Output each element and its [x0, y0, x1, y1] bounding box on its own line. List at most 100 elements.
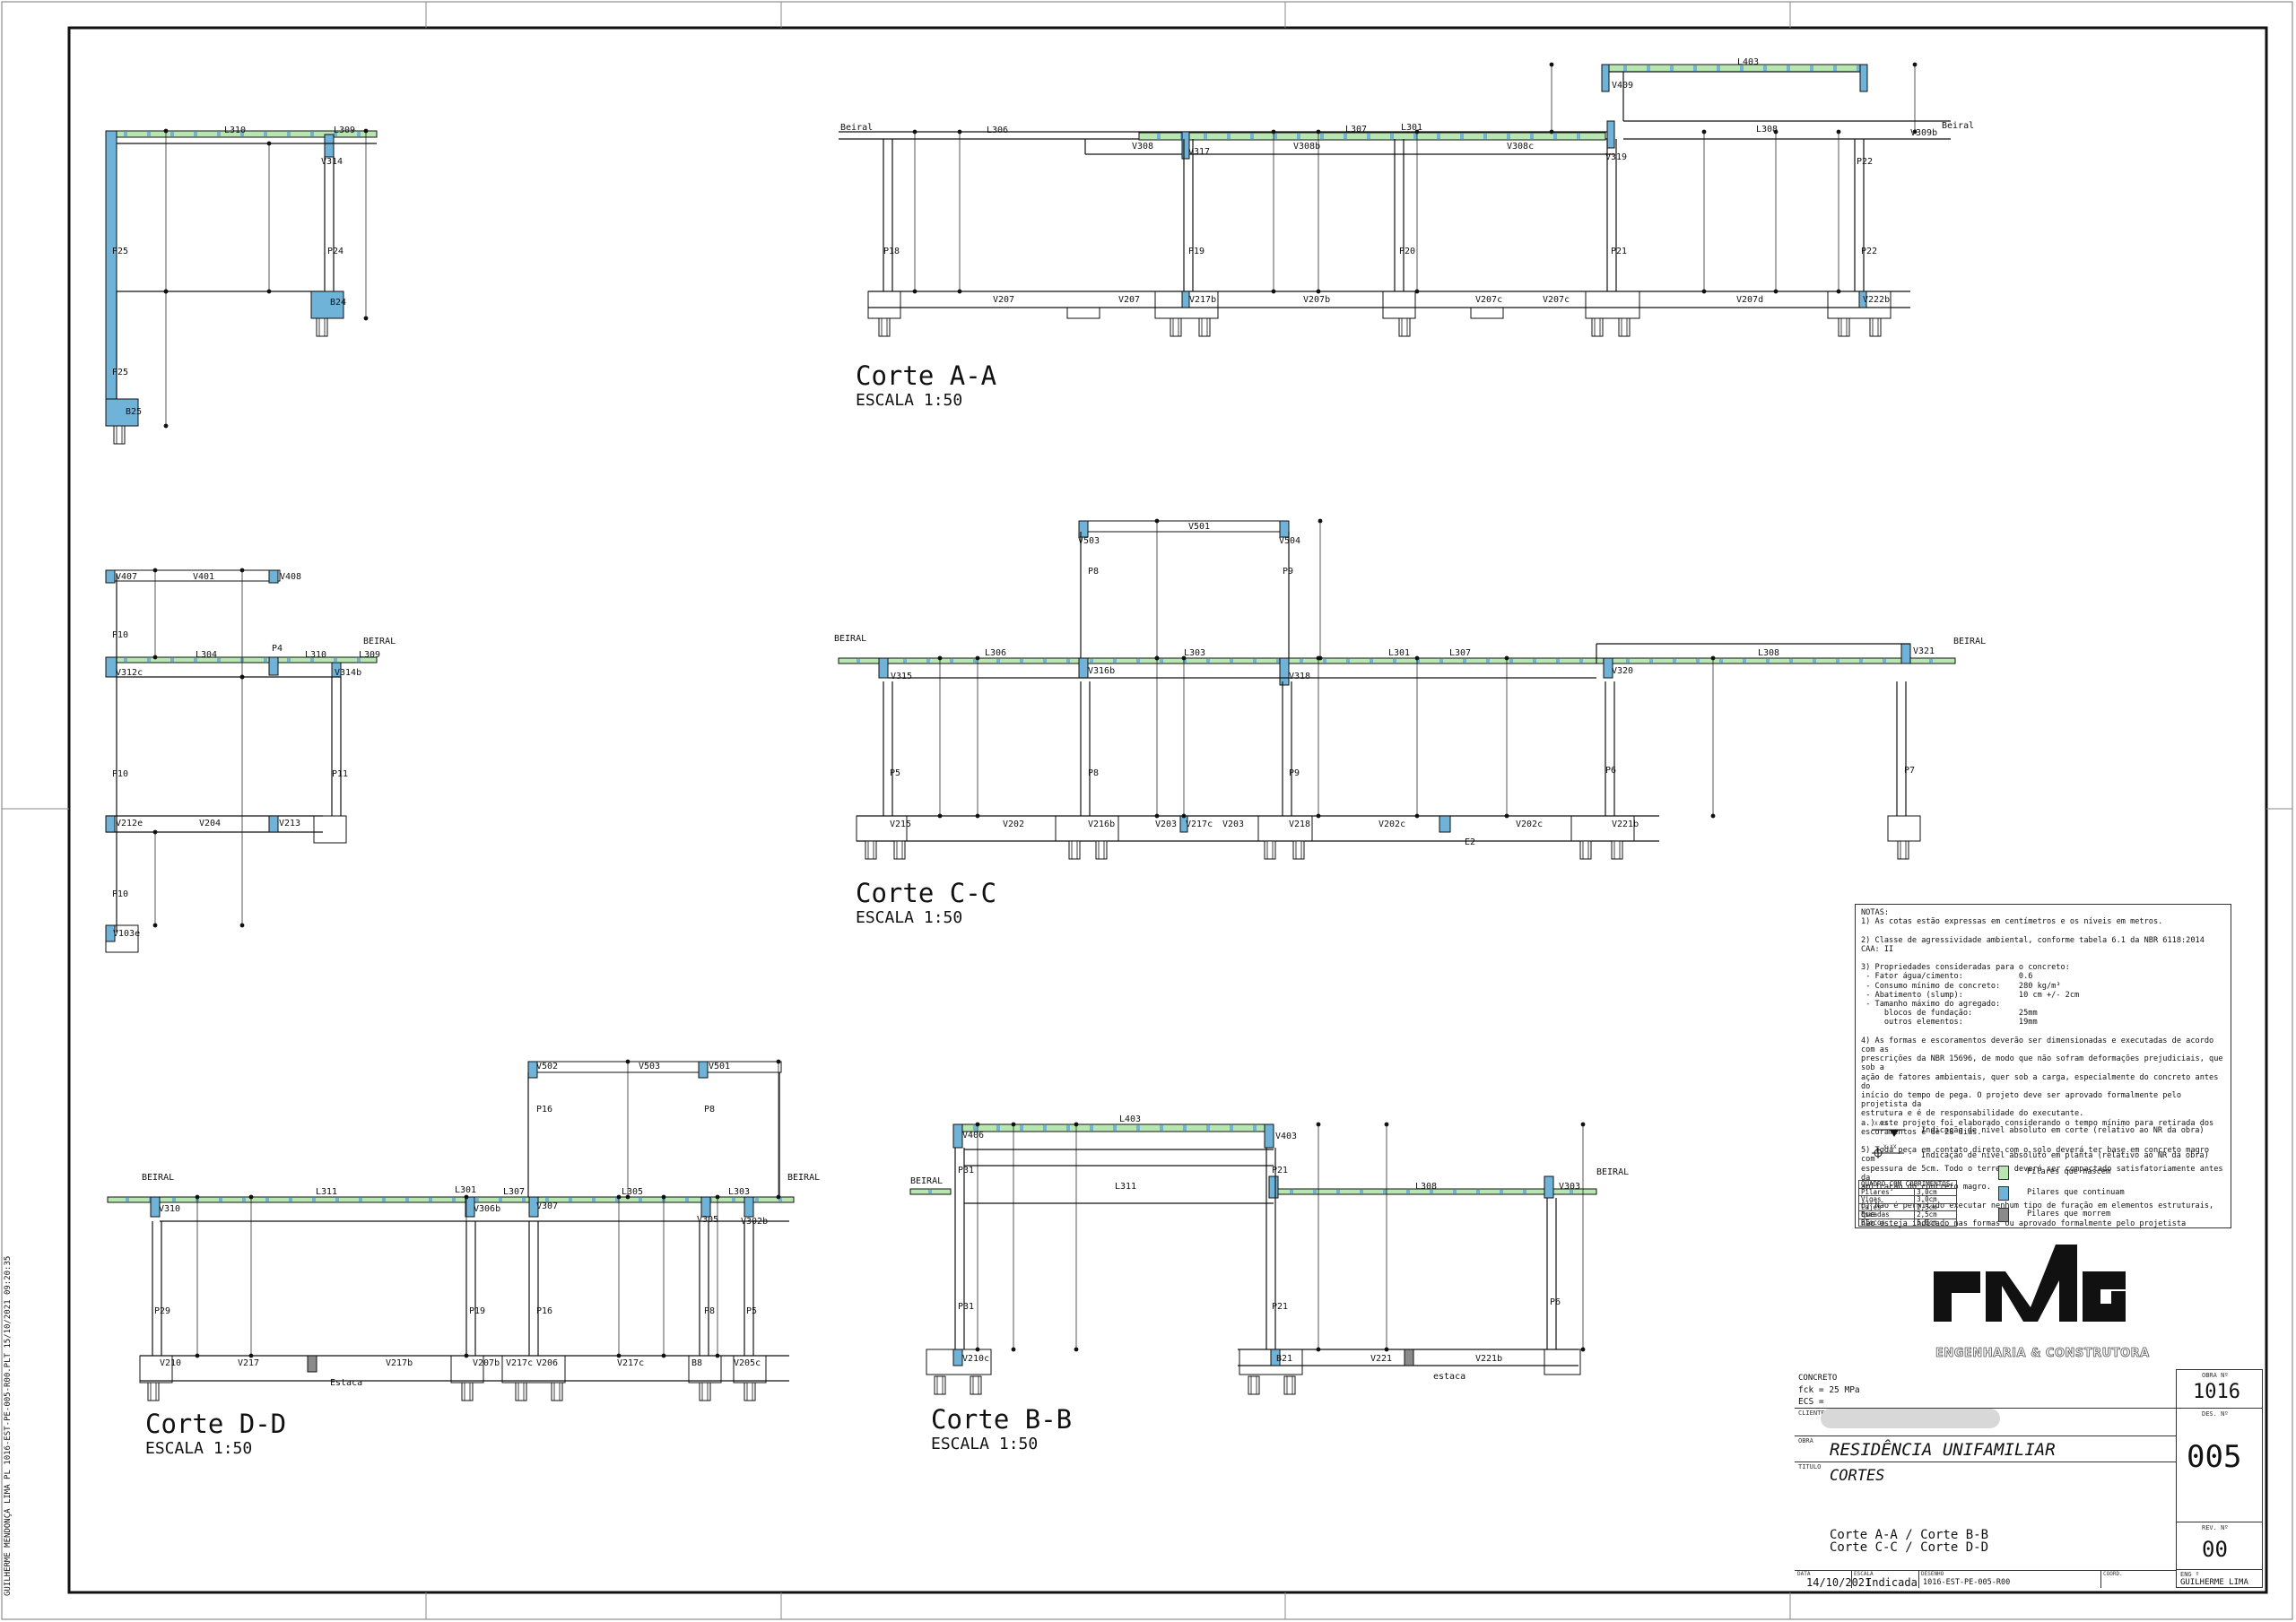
desc-line-1: Corte A-A / Corte B-B: [1830, 1528, 1989, 1542]
dim-tick: [1414, 813, 1420, 819]
element-label: V215: [890, 820, 911, 829]
slab-rib: [334, 658, 337, 662]
slab-rib: [1439, 659, 1443, 663]
dim-tick: [715, 1353, 720, 1358]
dim-tick: [1316, 813, 1321, 819]
element-label: L307: [1449, 648, 1471, 658]
element-label: V222b: [1863, 295, 1890, 305]
slab-rib: [312, 1198, 316, 1201]
element-label: Beiral: [840, 123, 873, 133]
element-label: B24: [330, 298, 346, 308]
pillar-dead: [1404, 1349, 1414, 1366]
slab-rib: [310, 658, 314, 662]
element-label: L311: [316, 1187, 337, 1197]
pillar-fill: [528, 1196, 539, 1218]
element-label: V315: [891, 672, 912, 681]
dim-tick: [1316, 289, 1321, 294]
slab-rib: [1253, 1125, 1257, 1131]
dim-tick: [975, 655, 980, 661]
slab-rib: [592, 1198, 596, 1201]
pile: [1283, 1375, 1296, 1395]
legend-pilares-nascem: Pilares que nascem: [2027, 1167, 2111, 1176]
dim-tick: [1316, 1122, 1321, 1127]
element-label: V302b: [741, 1217, 768, 1227]
outline-rect: [1570, 815, 1635, 842]
slab-rib: [1430, 1190, 1433, 1193]
dim-tick: [363, 316, 369, 321]
slab-rib: [1274, 134, 1277, 139]
slab-band: [838, 657, 1956, 664]
slab-rib: [264, 132, 267, 136]
slab-rib: [1370, 659, 1373, 663]
slab-rib: [219, 1198, 222, 1201]
slab-rib: [1437, 134, 1440, 139]
cover-row-label: Escadas: [1857, 1210, 1916, 1219]
notes-box: NOTAS: 1) As cotas estão expressas em ce…: [1855, 904, 2231, 1228]
rev-n-label: REV. Nº: [2202, 1524, 2229, 1531]
pile: [893, 840, 906, 860]
element-label: estaca: [1433, 1372, 1465, 1382]
dim-tick: [152, 829, 158, 835]
slab-rib: [1553, 134, 1557, 139]
dim-tick: [1504, 813, 1509, 819]
element-label: V210c: [962, 1354, 989, 1364]
desc-line-2: Corte C-C / Corte D-D: [1830, 1540, 1989, 1555]
cover-row-label: Vigas: [1857, 1195, 1916, 1204]
cover-row-value: 5,0cm: [1914, 1218, 1957, 1227]
element-label: BEIRAL: [1953, 637, 1986, 646]
element-label: V202c: [1516, 820, 1543, 829]
element-label: L307: [1345, 125, 1367, 134]
dim-tick: [1710, 655, 1716, 661]
cover-row-label: Blocos: [1857, 1218, 1916, 1227]
dim-tick: [912, 289, 918, 294]
dim-tick: [1154, 518, 1160, 524]
pile: [1068, 840, 1081, 860]
dim-tick: [957, 289, 962, 294]
element-label: P24: [327, 247, 344, 256]
element-label: V309b: [1910, 128, 1937, 138]
slab-rib: [147, 132, 151, 136]
slab-rib: [685, 1198, 689, 1201]
slab-rib: [522, 1198, 526, 1201]
element-label: V408: [280, 572, 301, 582]
slab-rib: [382, 1198, 386, 1201]
element-label: BEIRAL: [834, 634, 866, 644]
element-label: V303: [1559, 1182, 1580, 1192]
element-label: BEIRAL: [363, 637, 396, 646]
slab-rib: [217, 658, 221, 662]
plot-stamp: GUILHERME MENDONÇA LIMA PL 1016-EST-PE-0…: [4, 1255, 13, 1596]
pile: [1611, 840, 1623, 860]
pillar-fill: [1078, 520, 1089, 538]
obra-n-value: 1016: [2193, 1381, 2240, 1403]
obra-label: OBRA: [1798, 1437, 1813, 1444]
slab-rib: [857, 659, 860, 663]
pillar-fill: [1606, 120, 1615, 149]
element-label: P25: [112, 368, 128, 377]
dim-tick: [625, 1059, 631, 1064]
dim-tick: [1773, 289, 1779, 294]
slab-rib: [1476, 1190, 1480, 1193]
element-label: V314: [321, 157, 343, 167]
slab-rib: [1113, 659, 1117, 663]
dim-tick: [1011, 1347, 1016, 1352]
element-label: V407: [116, 572, 137, 582]
slab-rib: [264, 658, 267, 662]
element-label: V207: [1118, 295, 1140, 305]
outline-rect: [313, 815, 347, 844]
pillar-fill: [268, 569, 279, 584]
pile: [1838, 317, 1850, 337]
dim-tick: [1414, 129, 1420, 134]
slab-rib: [1509, 659, 1513, 663]
element-label: V403: [1275, 1132, 1297, 1141]
slab-rib: [1183, 659, 1187, 663]
element-label: L301: [1388, 648, 1410, 658]
slab-rib: [1673, 659, 1676, 663]
dim-tick: [152, 655, 158, 660]
slab-rib: [1230, 659, 1233, 663]
swatch-continuam: [1998, 1186, 2009, 1201]
element-label: P20: [1399, 247, 1415, 256]
pillar-fill: [105, 398, 139, 427]
slab-rib: [217, 132, 221, 136]
